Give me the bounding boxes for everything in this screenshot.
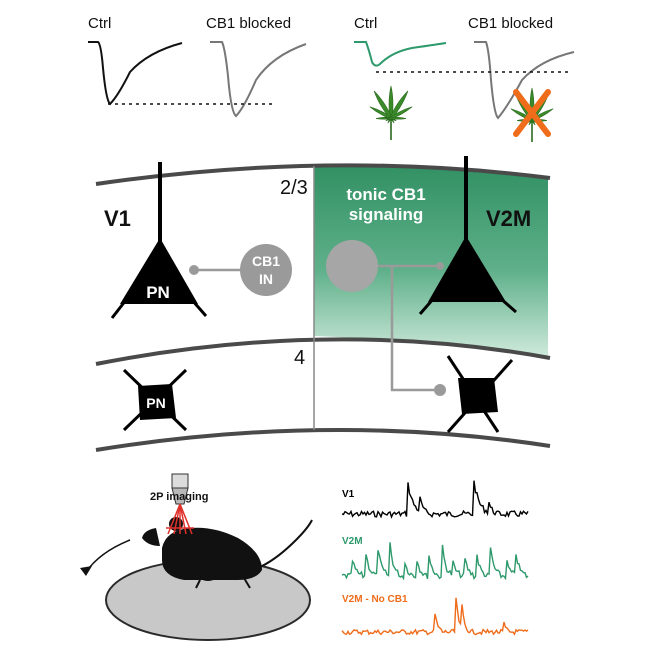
trace-right-cb1-blocked <box>474 41 575 120</box>
rotation-arrowhead-icon <box>80 566 92 576</box>
layer-boundary-23-4 <box>95 337 551 366</box>
cb1-in-label-line2: IN <box>259 271 273 287</box>
pn-label-upper: PN <box>146 283 170 302</box>
cb1-interneuron <box>240 244 292 296</box>
activity-label-v2m: V2M <box>342 536 363 547</box>
layer-4-label: 4 <box>294 347 305 369</box>
imaging-label: 2P imaging <box>150 491 208 503</box>
cb1-in-synapse <box>189 265 199 275</box>
activity-trace-v2m-no-cb1 <box>341 597 529 636</box>
v1-stellate-neuron <box>122 368 188 432</box>
activity-trace-v1 <box>341 480 529 519</box>
top-left-cb1-blocked-label: CB1 blocked <box>206 15 291 32</box>
top-right-ctrl-label: Ctrl <box>354 15 377 32</box>
trace-right-ctrl <box>354 41 447 67</box>
v2m-pyramidal-neuron <box>418 156 517 315</box>
layer-23-label: 2/3 <box>280 177 308 199</box>
top-left-ctrl-label: Ctrl <box>88 15 111 32</box>
pn-label-lower: PN <box>146 395 165 411</box>
v2m-stellate-neuron <box>446 355 514 433</box>
objective-icon <box>171 473 189 505</box>
v2m-in-axon-lower <box>390 266 436 392</box>
tonic-cb1-label-line1: tonic CB1 <box>346 185 425 204</box>
v2m-in-synapse-upper <box>436 262 444 270</box>
v2m-in-synapse-lower <box>434 384 446 396</box>
bottom-boundary <box>95 427 551 452</box>
trace-left-cb1-blocked <box>210 41 307 118</box>
cross-icon <box>513 89 551 137</box>
laser-beam-icon <box>166 503 194 535</box>
tonic-cb1-label-line2: signaling <box>349 205 424 224</box>
activity-label-v2m-no-cb1: V2M - No CB1 <box>342 594 408 605</box>
cannabis-leaf-icon <box>369 85 413 140</box>
activity-label-v1: V1 <box>342 489 355 500</box>
cannabis-leaf-crossed-icon <box>510 87 554 142</box>
trace-left-ctrl <box>88 41 183 106</box>
cb1-in-label-line1: CB1 <box>252 253 280 269</box>
activity-trace-v2m <box>341 542 529 581</box>
rotation-arrow-icon <box>85 539 131 573</box>
top-right-cb1-blocked-label: CB1 blocked <box>468 15 553 32</box>
v2m-interneuron <box>326 240 378 292</box>
v1-pyramidal-neuron <box>110 162 208 319</box>
v1-label: V1 <box>104 206 131 231</box>
v2m-label: V2M <box>486 206 531 231</box>
